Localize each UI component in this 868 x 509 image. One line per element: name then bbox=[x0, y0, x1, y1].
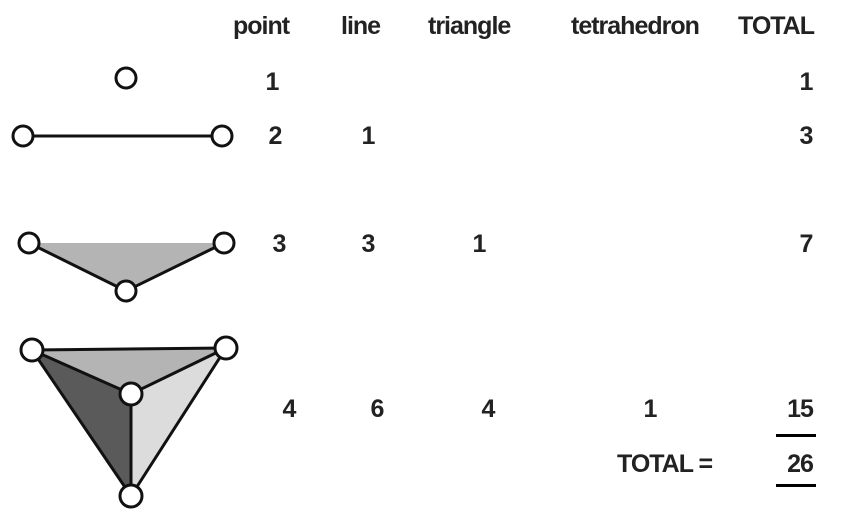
line-shape bbox=[11, 124, 234, 148]
header-triangle: triangle bbox=[428, 12, 511, 40]
vertex bbox=[210, 124, 234, 148]
row-tetrahedron-lines: 6 bbox=[370, 395, 385, 423]
row-triangle-points: 3 bbox=[272, 230, 287, 258]
point-shape bbox=[114, 66, 138, 90]
row-tetrahedron-total: 15 bbox=[787, 395, 814, 423]
tetrahedron-shape bbox=[19, 335, 239, 509]
header-tetrahedron: tetrahedron bbox=[571, 12, 700, 40]
sum-rule-bottom bbox=[776, 484, 816, 487]
header-point: point bbox=[233, 12, 290, 40]
vertex bbox=[19, 337, 45, 363]
grand-total-value: 26 bbox=[787, 450, 814, 478]
vertex bbox=[114, 279, 138, 303]
row-triangle-lines: 3 bbox=[361, 230, 376, 258]
header-total: TOTAL bbox=[738, 12, 815, 40]
row-tetrahedron-points: 4 bbox=[282, 395, 297, 423]
row-point-points: 1 bbox=[265, 68, 280, 96]
tetrahedron-top-face bbox=[32, 348, 226, 394]
tetrahedron-outer-edges bbox=[30, 346, 228, 498]
triangle-shape bbox=[17, 231, 236, 303]
row-tetrahedron-triangles: 4 bbox=[481, 395, 496, 423]
vertex bbox=[11, 124, 35, 148]
row-point-total: 1 bbox=[799, 68, 814, 96]
vertex bbox=[118, 381, 144, 407]
grand-total-label: TOTAL = bbox=[617, 450, 713, 478]
vertex bbox=[213, 335, 239, 361]
row-tetrahedron-tetrahedra: 1 bbox=[643, 395, 658, 423]
vertex bbox=[118, 483, 144, 509]
row-line-points: 2 bbox=[268, 122, 283, 150]
triangle-face bbox=[29, 243, 224, 291]
row-line-lines: 1 bbox=[361, 122, 376, 150]
row-triangle-total: 7 bbox=[799, 230, 814, 258]
row-triangle-triangles: 1 bbox=[472, 230, 487, 258]
header-line: line bbox=[341, 12, 381, 40]
row-line-total: 3 bbox=[799, 122, 814, 150]
vertex bbox=[17, 231, 41, 255]
vertex bbox=[114, 66, 138, 90]
sum-rule-top bbox=[776, 434, 816, 437]
vertex bbox=[212, 231, 236, 255]
